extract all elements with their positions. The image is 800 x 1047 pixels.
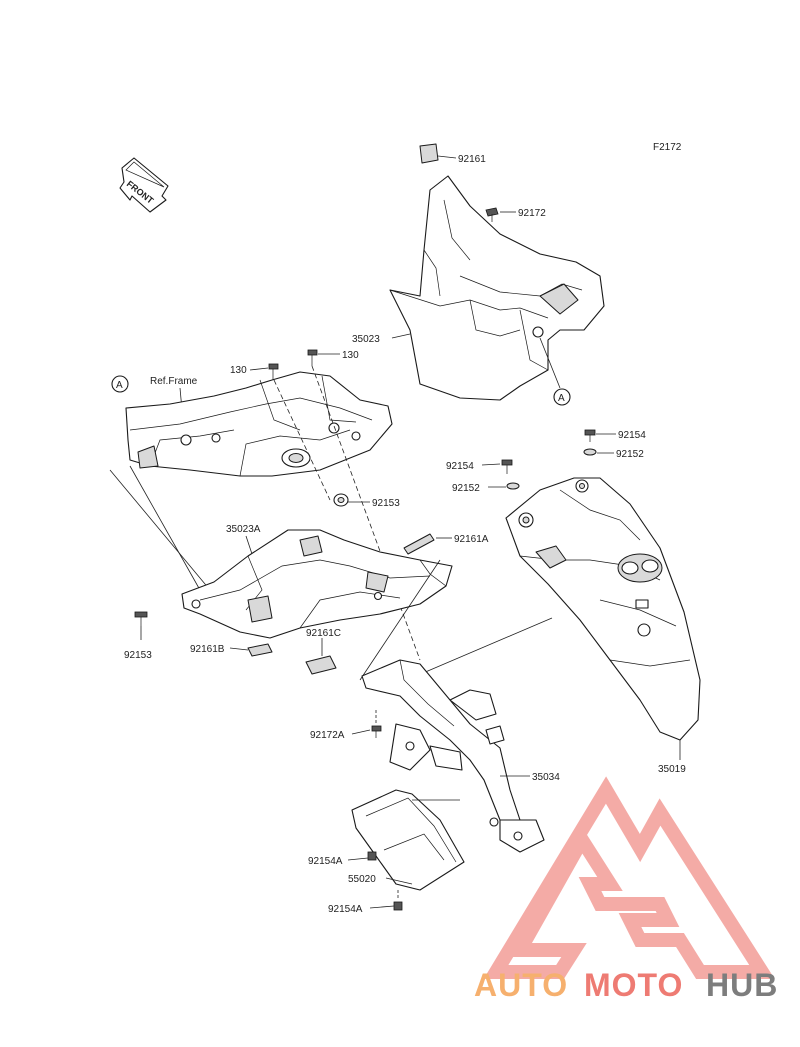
- label-92152-left: 92152: [452, 483, 480, 494]
- screw-92154A-top: [367, 851, 377, 861]
- bolt-130-right: [307, 349, 318, 366]
- part-92161C-pad: [305, 655, 337, 675]
- label-92161B: 92161B: [190, 644, 225, 655]
- grommet-92153-top: [333, 493, 349, 507]
- watermark-hub: HUB: [706, 967, 778, 1003]
- label-92154-right: 92154: [618, 430, 646, 441]
- label-92152-right: 92152: [616, 449, 644, 460]
- part-92161-pad: [419, 143, 439, 164]
- part-92161A-strip: [403, 533, 435, 555]
- part-35023A: [181, 529, 453, 639]
- part-35034: [361, 659, 545, 853]
- watermark-logo: [483, 776, 775, 979]
- watermark-triangle: [483, 776, 775, 979]
- callout-a-right-label: A: [558, 393, 565, 404]
- clip-92153-left: [134, 611, 148, 626]
- watermark-auto: AUTO: [474, 967, 568, 1003]
- ref-frame-label: Ref.Frame: [150, 376, 198, 387]
- part-92161B-pad: [247, 643, 273, 657]
- label-130-right: 130: [342, 350, 359, 361]
- watermark-moto: MOTO: [584, 967, 683, 1003]
- washer-92152-right: [583, 448, 597, 456]
- callout-a-right: [553, 388, 571, 406]
- label-35023A: 35023A: [226, 524, 261, 535]
- screw-92172A: [371, 725, 382, 738]
- label-92161C: 92161C: [306, 628, 341, 639]
- label-55020: 55020: [348, 874, 376, 885]
- callout-a-left: [111, 375, 129, 393]
- watermark-text: AUTO MOTO HUB: [474, 967, 778, 1003]
- bolt-130-left: [268, 363, 279, 380]
- washer-92152-left: [506, 482, 520, 490]
- label-35019: 35019: [658, 764, 686, 775]
- label-92161A: 92161A: [454, 534, 489, 545]
- label-130-left: 130: [230, 365, 247, 376]
- screw-92154-right: [584, 429, 596, 442]
- label-92154A-bottom: 92154A: [328, 904, 363, 915]
- front-arrow-icon: FRONT: [119, 157, 169, 213]
- figure-code: F2172: [653, 142, 682, 153]
- label-92172A: 92172A: [310, 730, 345, 741]
- label-92154-left: 92154: [446, 461, 474, 472]
- screw-92154A-bottom: [393, 901, 403, 911]
- screw-92154-left: [501, 459, 513, 474]
- callout-a-left-label: A: [116, 380, 123, 391]
- label-92154A-top: 92154A: [308, 856, 343, 867]
- label-92153-top: 92153: [372, 498, 400, 509]
- label-35023: 35023: [352, 334, 380, 345]
- label-35034: 35034: [532, 772, 560, 783]
- label-92172: 92172: [518, 208, 546, 219]
- part-35023: [389, 143, 605, 401]
- part-55020: [351, 789, 465, 891]
- rear-frame: [125, 371, 393, 477]
- label-92153-left: 92153: [124, 650, 152, 661]
- part-35019: [505, 477, 701, 741]
- label-92161: 92161: [458, 154, 486, 165]
